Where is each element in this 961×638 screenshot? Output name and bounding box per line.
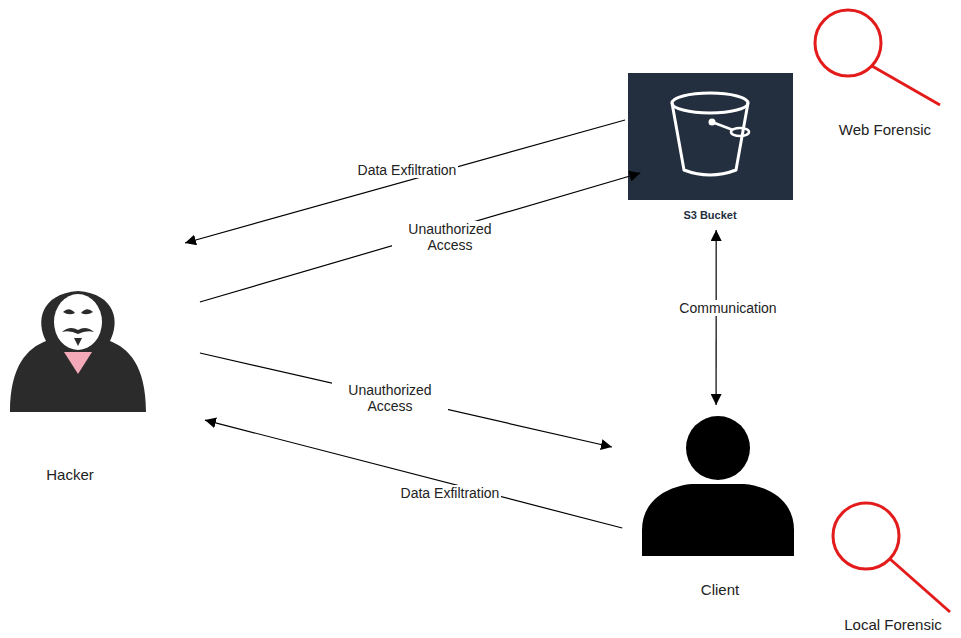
edge-label: Unauthorized Access: [392, 221, 508, 253]
storage-icon: S3 Bucket: [625, 70, 799, 230]
actor-figure: Client: [610, 405, 804, 605]
node-label: Hacker: [0, 466, 140, 484]
connector-arrow: [716, 230, 717, 405]
connector-arrow: [205, 420, 622, 528]
edge-label: Communication: [677, 300, 778, 316]
edge-label: Unauthorized Access: [332, 382, 448, 414]
connector-arrow: [200, 353, 612, 447]
actor-figure: Hacker: [0, 230, 210, 490]
magnifier-icon: [815, 10, 940, 105]
edge-label: Data Exfiltration: [399, 485, 502, 501]
magnifier-icon: [833, 503, 950, 612]
s3-bucket-icon: [628, 73, 793, 200]
node-label: S3 Bucket: [625, 206, 795, 224]
forensic-label: Web Forensic: [839, 121, 931, 139]
client-icon: [642, 416, 794, 556]
edge-label: Data Exfiltration: [356, 162, 459, 178]
node-label: Client: [640, 581, 800, 599]
forensic-label: Local Forensic: [844, 616, 942, 634]
hacker-icon: [10, 291, 146, 412]
connector-arrow: [200, 173, 640, 302]
